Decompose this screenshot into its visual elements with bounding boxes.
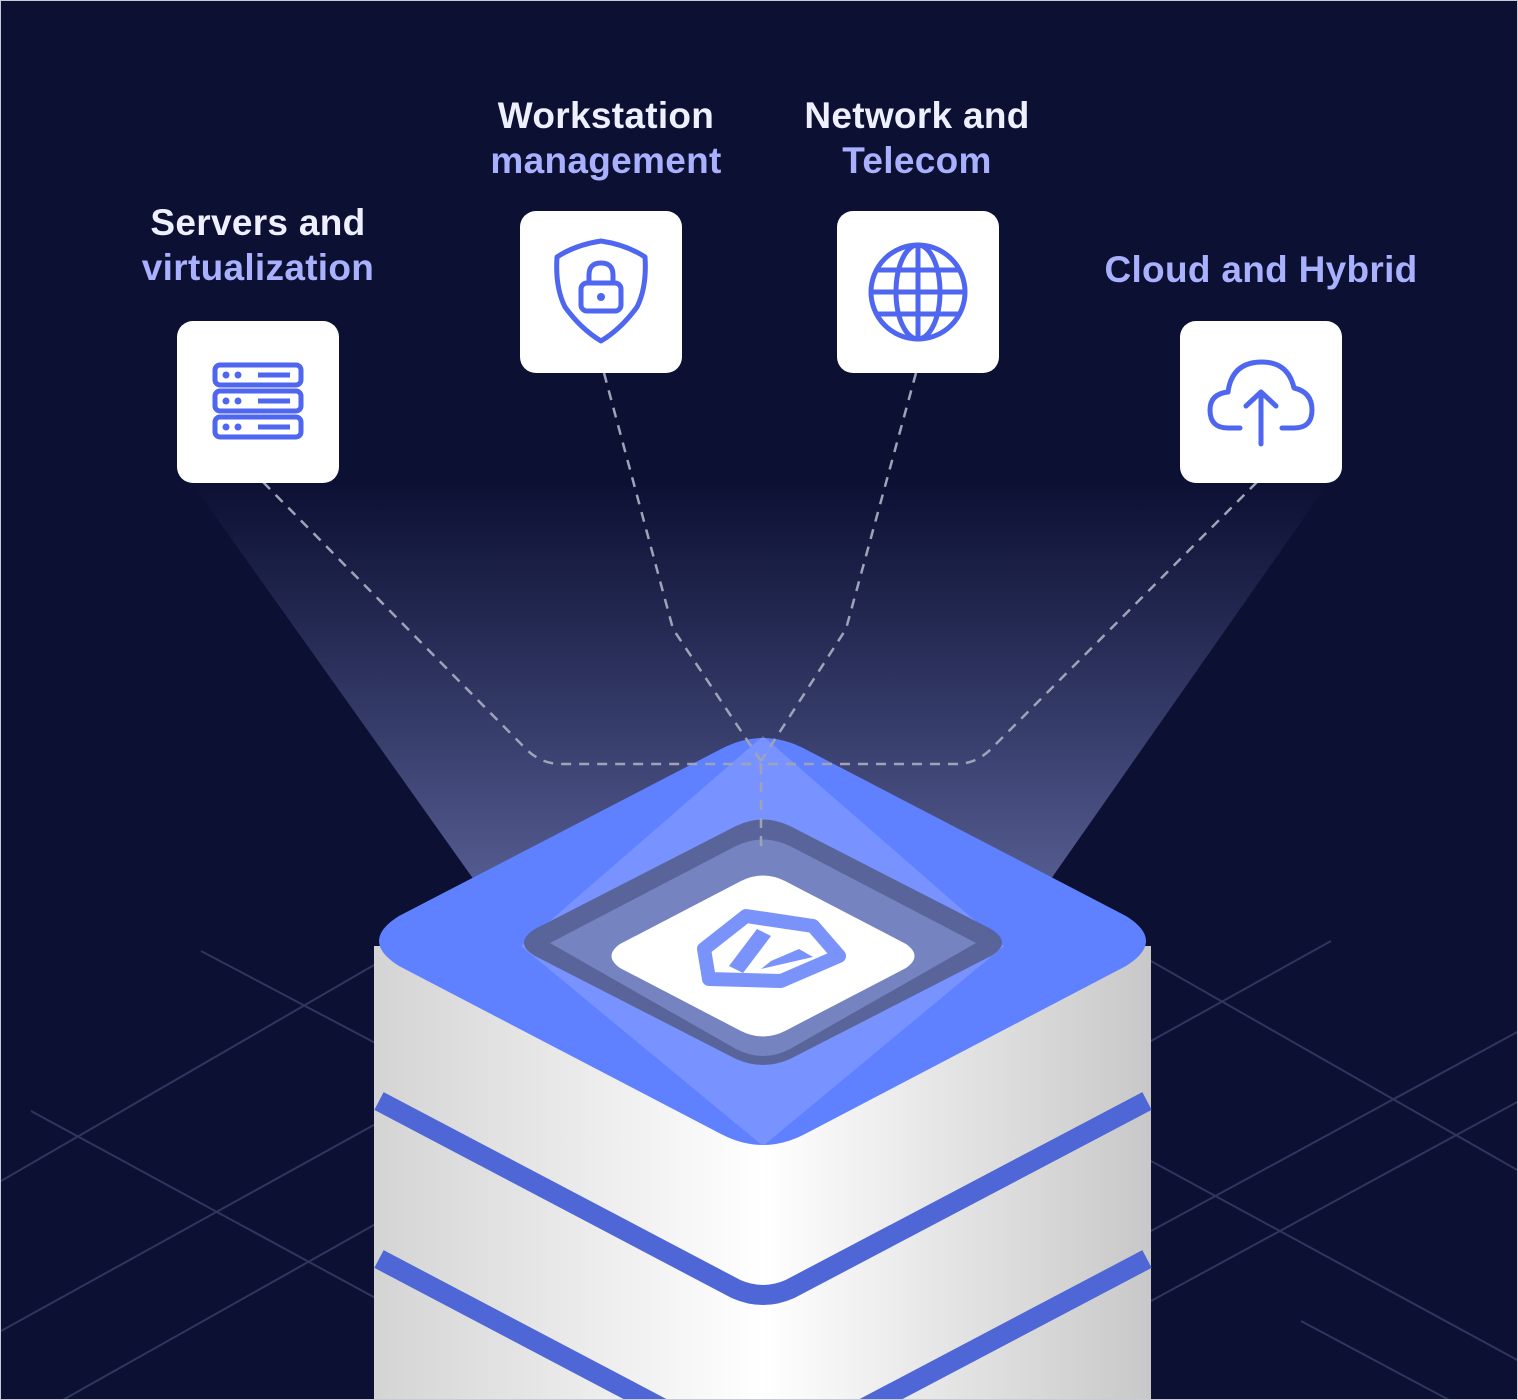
card-network[interactable] bbox=[837, 211, 999, 373]
server-icon bbox=[212, 362, 304, 440]
card-servers[interactable] bbox=[177, 321, 339, 483]
light-beam bbox=[191, 482, 1329, 946]
label-workstation: Workstation management bbox=[490, 93, 721, 183]
label-servers: Servers and virtualization bbox=[142, 200, 374, 290]
floor-grid bbox=[1, 940, 1517, 1399]
label-line: Cloud and Hybrid bbox=[1104, 249, 1418, 290]
globe-icon bbox=[868, 242, 968, 342]
label-line: Servers and bbox=[150, 202, 366, 243]
label-line: Network and bbox=[804, 95, 1030, 136]
layer-band bbox=[374, 1092, 1152, 1305]
label-line: Workstation bbox=[497, 95, 715, 136]
brand-logo-icon bbox=[697, 909, 846, 988]
logo-tile bbox=[611, 875, 915, 1037]
label-cloud: Cloud and Hybrid bbox=[1104, 247, 1417, 292]
card-cloud[interactable] bbox=[1180, 321, 1342, 483]
label-network: Network and Telecom bbox=[804, 93, 1029, 183]
connector-lines bbox=[262, 372, 1258, 851]
cloud-upload-icon bbox=[1207, 359, 1315, 447]
card-workstation[interactable] bbox=[520, 211, 682, 373]
cube-side bbox=[374, 946, 1151, 1399]
label-line: Telecom bbox=[842, 140, 992, 181]
label-line: management bbox=[490, 140, 722, 181]
label-line: virtualization bbox=[141, 247, 375, 288]
shield-lock-icon bbox=[554, 238, 648, 344]
